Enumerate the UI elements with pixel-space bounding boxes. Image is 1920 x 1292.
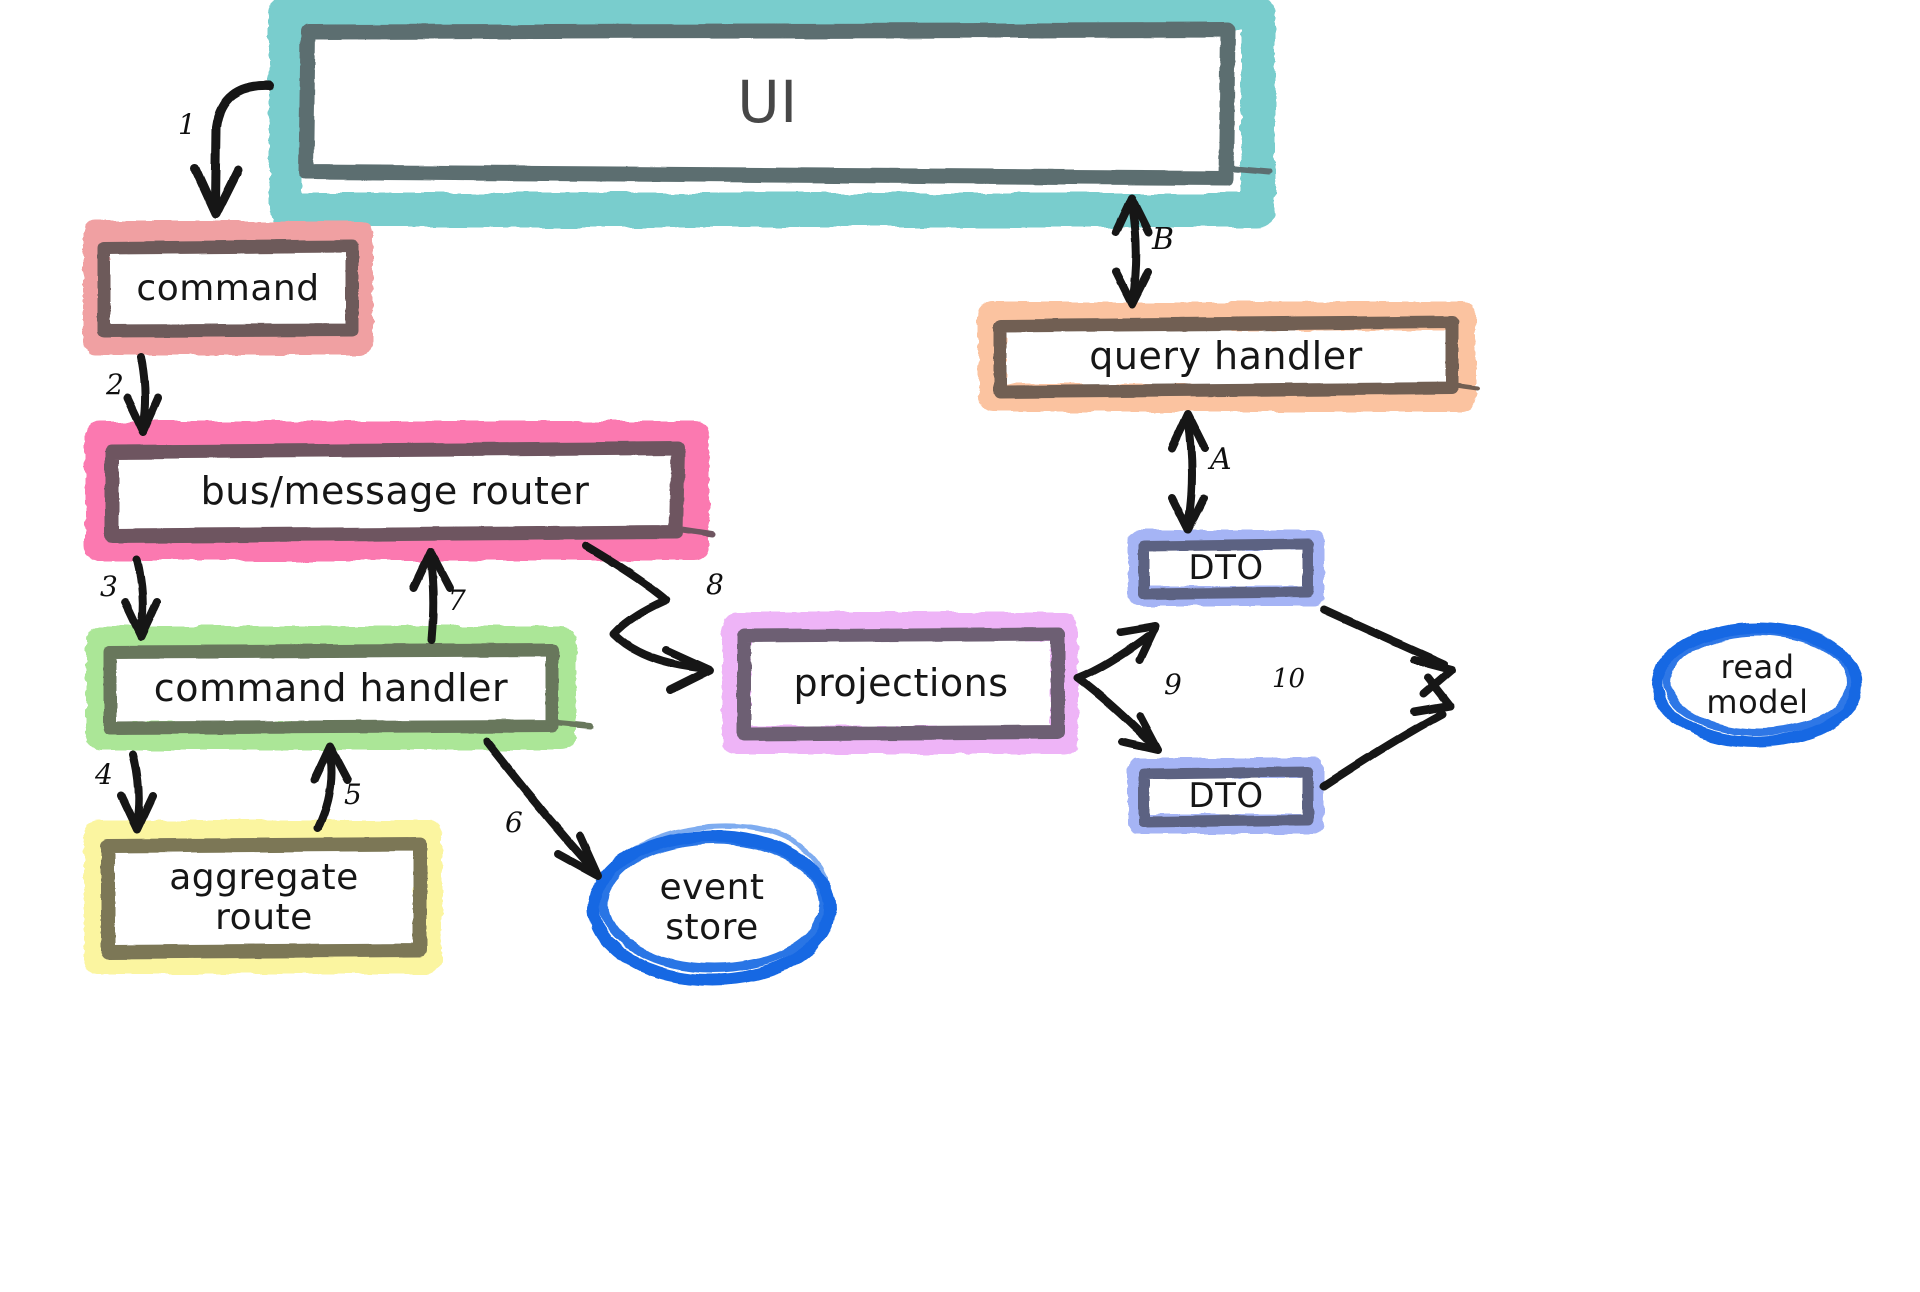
aggregate-route-box <box>101 837 427 959</box>
command-handler-highlight <box>86 626 576 750</box>
command-highlight <box>83 221 373 355</box>
arrow-10b <box>1320 674 1454 790</box>
command-box <box>97 239 359 338</box>
arrow-8 <box>582 542 714 694</box>
ui-highlight <box>269 0 1275 227</box>
arrow-2 <box>123 353 162 436</box>
arrow-4 <box>117 750 157 834</box>
arrow-9a <box>1074 622 1160 682</box>
bus-highlight <box>85 421 709 561</box>
projections-box <box>737 627 1065 741</box>
arrow-1 <box>190 81 275 219</box>
arrow-9b <box>1074 674 1162 754</box>
arrow-7 <box>410 548 454 644</box>
ui-box <box>298 22 1273 186</box>
arrow-6 <box>483 738 602 880</box>
read-model-ellipse <box>1651 622 1863 748</box>
arrow-b <box>1112 194 1153 308</box>
arrow-5 <box>310 742 352 832</box>
aggregate-route-highlight <box>84 820 442 974</box>
event-store-ellipse <box>588 823 836 986</box>
arrow-3 <box>121 556 161 640</box>
query-handler-box <box>993 315 1481 399</box>
dto-bottom-box <box>1138 766 1314 828</box>
arrow-a <box>1168 410 1209 534</box>
query-handler-highlight <box>978 302 1476 412</box>
dto-top-box <box>1138 538 1314 600</box>
bus-box <box>105 441 715 543</box>
command-handler-box <box>103 643 593 735</box>
